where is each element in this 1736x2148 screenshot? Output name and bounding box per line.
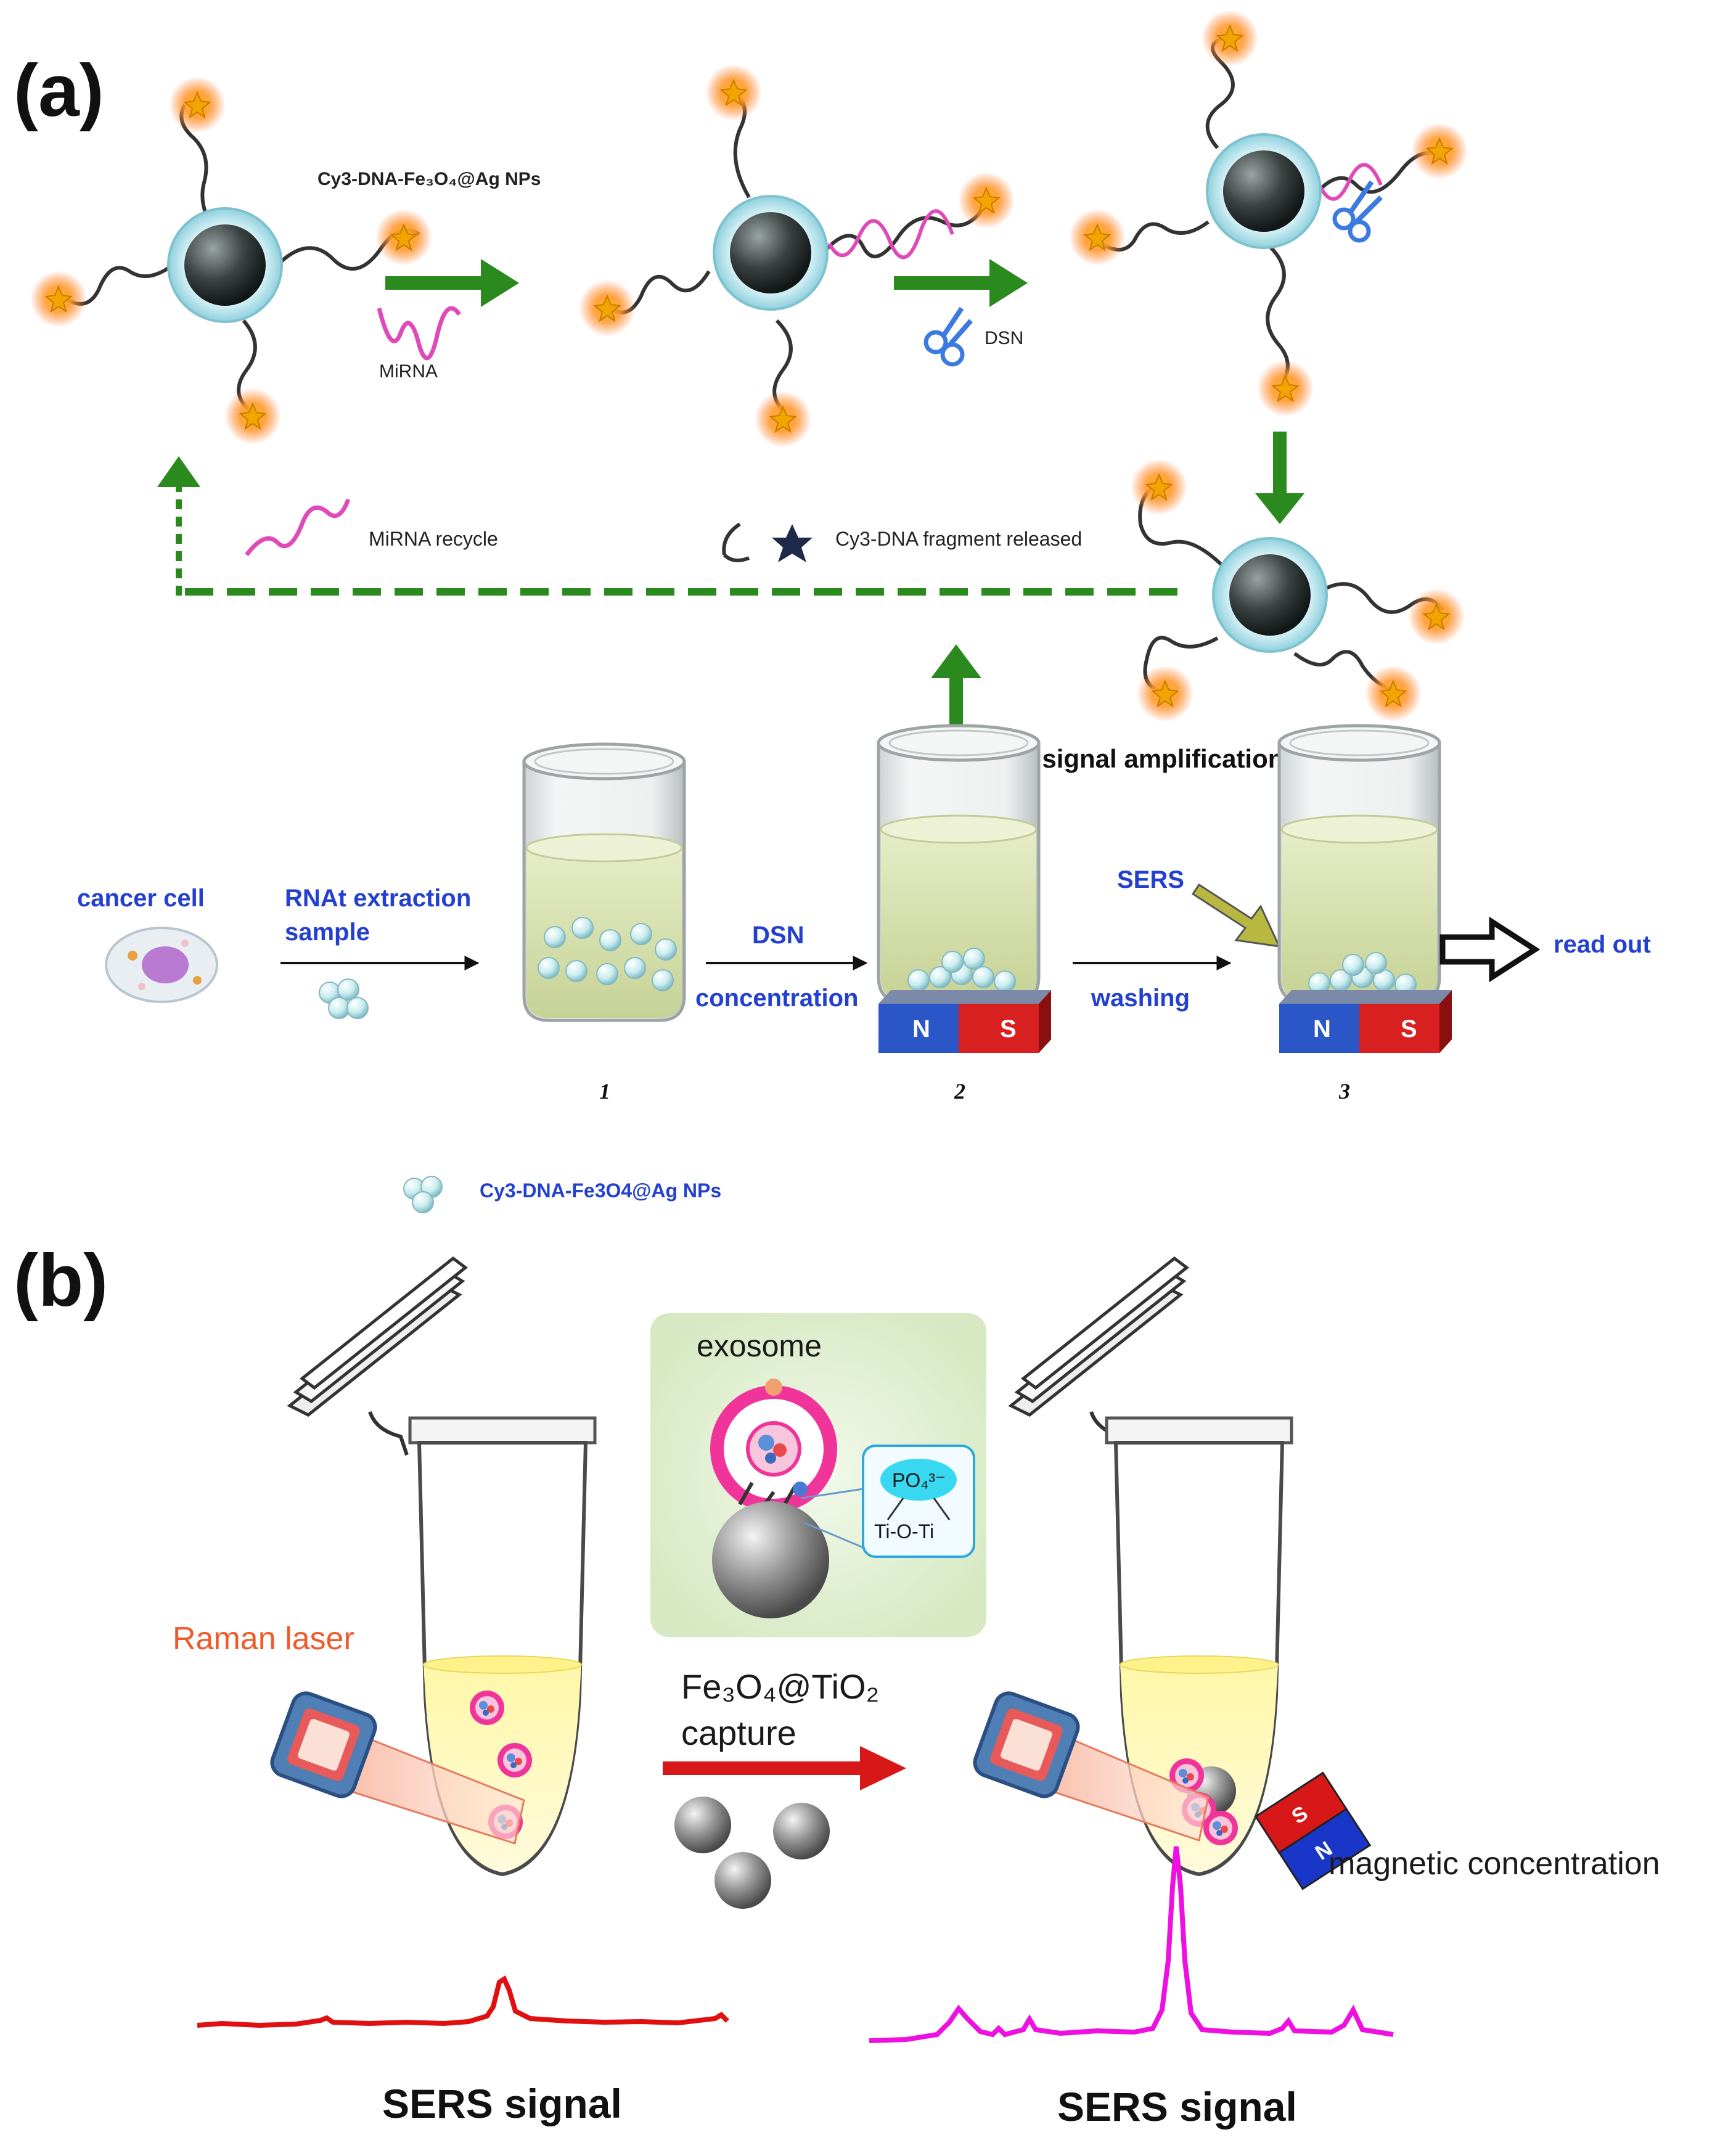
magnetic-concentration-label: magnetic concentration — [1329, 1846, 1660, 1882]
magnet-3-north-label: N — [1313, 1015, 1331, 1043]
sers-spectrum-right — [869, 1846, 1394, 2043]
sers-signal-left-label: SERS signal — [382, 2081, 622, 2126]
beaker-number-1: 1 — [599, 1079, 610, 1104]
dsn-step-label: DSN — [752, 922, 804, 949]
mirna-label: MiRNA — [379, 361, 438, 382]
tube-lid-right — [1008, 1256, 1190, 1456]
sers-pointer-arrow — [1191, 883, 1281, 948]
capture-label-line1: Fe₃O₄@TiO₂ — [681, 1667, 879, 1706]
np-label: Cy3-DNA-Fe₃O₄@Ag NPs — [317, 169, 541, 189]
arrow-mirna-binding — [385, 259, 519, 307]
mirna-strand-icon — [377, 306, 461, 361]
cy3-fragment-icon — [722, 522, 813, 562]
dsn-enzyme-label: DSN — [985, 328, 1023, 348]
np-cluster-icon — [319, 978, 369, 1019]
po4-label: PO₄³⁻ — [892, 1469, 946, 1491]
recycle-path — [157, 456, 1177, 596]
fragment-released-label: Cy3-DNA fragment released — [835, 528, 1082, 550]
panel-a: (a) Cy3-DNA-Fe₃O₄@Ag NPs MiRNA — [14, 9, 1651, 1213]
arrow-down — [1255, 432, 1304, 524]
legend-np-icon — [403, 1176, 443, 1213]
nanoparticle-1 — [30, 76, 433, 445]
fe3o4-tio2-beads — [674, 1797, 830, 1909]
raman-laser-right — [971, 1689, 1210, 1842]
legend-label: Cy3-DNA-Fe3O4@Ag NPs — [480, 1179, 721, 1202]
raman-laser-left — [268, 1689, 525, 1845]
beaker-number-3: 3 — [1338, 1079, 1350, 1104]
extraction-label-line2: sample — [285, 919, 370, 946]
cancer-cell-label: cancer cell — [77, 885, 205, 912]
magnet-3-south-label: S — [1401, 1015, 1417, 1043]
panel-b: (b) Raman laser SERS signal exosome — [14, 1239, 1660, 2130]
capture-arrow — [663, 1746, 906, 1790]
capture-label-line2: capture — [681, 1713, 796, 1752]
nanoparticle-2 — [578, 64, 1015, 448]
mirna-recycle-label: MiRNA recycle — [369, 528, 498, 550]
exosome-label: exosome — [697, 1329, 822, 1363]
sers-spectrum-left — [197, 1975, 729, 2028]
arrow-read-out — [1439, 916, 1541, 983]
concentration-label: concentration — [695, 985, 858, 1012]
magnet-b: S N — [1254, 1771, 1372, 1890]
arrow-dsn-cleavage — [894, 259, 1028, 307]
sers-label: SERS — [1117, 866, 1184, 893]
beaker-3 — [1279, 726, 1439, 1002]
exosome-box: exosome PO₄³⁻ Ti-O-Ti — [650, 1313, 986, 1637]
cancer-cell-icon — [105, 927, 218, 1003]
nanoparticle-4 — [1130, 458, 1465, 723]
panel-a-label: (a) — [14, 49, 104, 132]
scissors-icon-cutting — [1332, 180, 1383, 243]
beaker-1 — [524, 744, 684, 1020]
tube-lid-left — [287, 1256, 469, 1456]
washing-label: washing — [1091, 985, 1190, 1012]
beaker-2 — [878, 726, 1039, 1002]
panel-b-label: (b) — [14, 1239, 108, 1322]
magnet-2-north-label: N — [912, 1015, 930, 1043]
magnet-2: N S — [878, 990, 1051, 1053]
read-out-label: read out — [1554, 931, 1651, 958]
mirna-recycle-strand-icon — [245, 498, 351, 557]
nanoparticle-3 — [1068, 9, 1468, 417]
extraction-label-line1: RNAt extraction — [285, 885, 471, 912]
magnet-3: N S — [1279, 990, 1452, 1053]
scissors-icon — [923, 306, 973, 367]
beaker-number-2: 2 — [954, 1079, 965, 1104]
magnet-2-south-label: S — [1000, 1015, 1017, 1043]
tioti-label: Ti-O-Ti — [874, 1520, 934, 1543]
sers-signal-right-label: SERS signal — [1057, 2084, 1297, 2130]
raman-laser-label: Raman laser — [173, 1621, 354, 1657]
